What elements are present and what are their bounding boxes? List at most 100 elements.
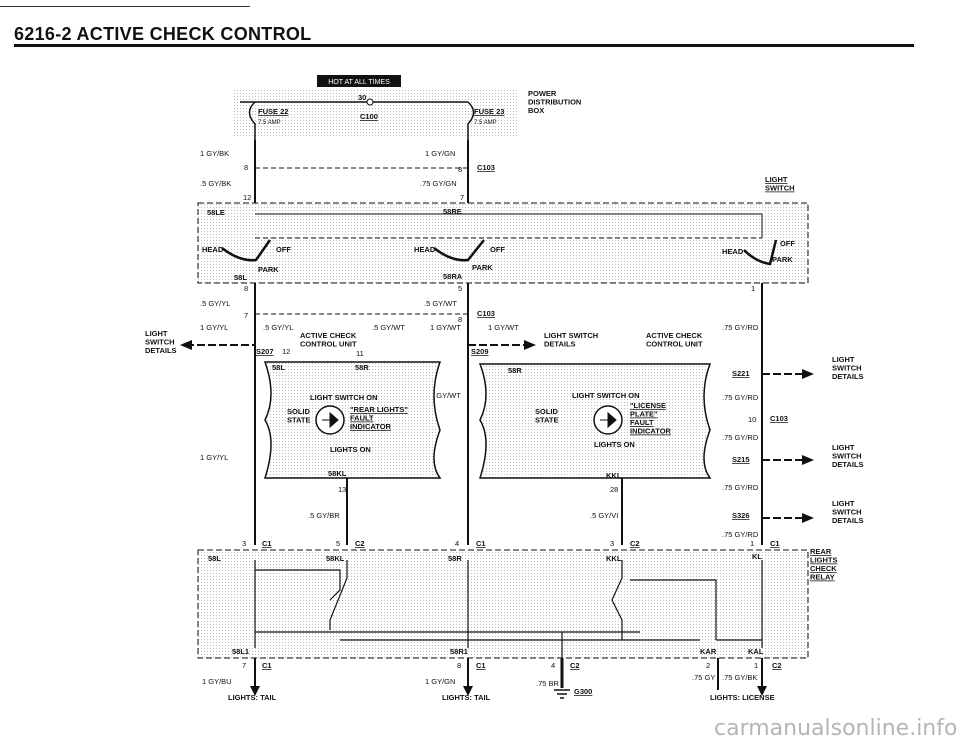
header-rule — [14, 44, 914, 47]
wire-label-1gybk: 1 GY/BK — [200, 149, 229, 158]
switch-park-left: PARK — [258, 265, 279, 274]
lights-license: LIGHTS: LICENSE — [710, 693, 775, 702]
c2-left-label: C2 — [355, 539, 365, 548]
switch-off-right: OFF — [780, 239, 795, 248]
wire-label-1gygn: 1 GY/GN — [425, 149, 455, 158]
c103-lower-label: C103 — [477, 309, 495, 318]
pin-8-left: 8 — [244, 163, 248, 172]
c103-right-label: C103 — [770, 414, 788, 423]
pin-1-right: 1 — [751, 284, 755, 293]
relay-58r1: 58R1 — [450, 647, 468, 656]
wire-label-1gywt-3: 1 GY/WT — [430, 391, 461, 400]
fuse23-label: FUSE 23 — [474, 107, 504, 116]
relay-kl: KL — [752, 552, 762, 561]
relay-58l1: 58L1 — [232, 647, 249, 656]
wire-label-75gygn: .75 GY/GN — [420, 179, 457, 188]
c1-bottom-left: C1 — [262, 661, 272, 670]
relay-kar: KAR — [700, 647, 717, 656]
unit-58l-left: 58L — [272, 363, 285, 372]
fuse22-label: FUSE 22 — [258, 107, 288, 116]
wire-label-75gyrd-5: .75 GY/RD — [722, 530, 759, 539]
relay-coil-left — [254, 560, 348, 648]
hot-at-all-times-banner — [317, 75, 401, 87]
hot-at-all-times-label: HOT AT ALL TIMES — [328, 79, 390, 86]
switch-58ra: 58RA — [443, 272, 463, 281]
wire-label-5gybk: .5 GY/BK — [200, 179, 231, 188]
pin-4-c2-bottom: 4 — [551, 661, 555, 670]
pin-30-label: 30 — [358, 93, 366, 102]
switch-head-mid: HEAD — [414, 245, 436, 254]
pin-7-left-lower: 7 — [244, 311, 248, 320]
c2-bottom-right: C2 — [772, 661, 782, 670]
splice-s209: S209 — [471, 347, 489, 356]
wire-label-5gyvi: .5 GY/VI — [590, 511, 618, 520]
pin-2-c2-bottom: 2 — [706, 661, 710, 670]
switch-right-blade — [743, 239, 778, 266]
pin-7-c1-bottom: 7 — [242, 661, 246, 670]
c1-left-label: C1 — [262, 539, 272, 548]
c103-upper-label: C103 — [477, 163, 495, 172]
pin-5-mid: 5 — [458, 284, 462, 293]
wire-label-1gyyl: 1 GY/YL — [200, 453, 228, 462]
fuse23-symbol — [467, 101, 475, 140]
arrow-s215-head — [802, 455, 814, 465]
switch-head-right: HEAD — [722, 247, 744, 256]
wire-label-1gywt: 1 GY/WT — [430, 323, 461, 332]
c1-bottom-mid: C1 — [476, 661, 486, 670]
unit-58kl-left: 58KL — [328, 469, 347, 478]
wire-label-5gyyl: .5 GY/YL — [200, 299, 230, 308]
wire-label-5gywt-2: .5 GY/WT — [372, 323, 405, 332]
switch-58le: 58LE — [207, 208, 225, 217]
top-rule — [0, 6, 250, 7]
unit-kkl: KKL — [606, 471, 622, 480]
arrow-mid-head — [524, 340, 536, 350]
pin-28-unit: 28 — [610, 485, 618, 494]
light-switch-area — [197, 202, 809, 284]
c1-mid-label: C1 — [476, 539, 486, 548]
wire-label-1gyyl-top: 1 GY/YL — [200, 323, 228, 332]
switch-mid-blade — [433, 239, 485, 262]
light-switch-on-right: LIGHT SWITCH ON — [572, 391, 640, 400]
pin-3-c2: 3 — [610, 539, 614, 548]
ground-icon — [554, 689, 570, 699]
relay-58r: 58R — [448, 554, 462, 563]
fuse22-amp: 7.5 AMP — [258, 120, 281, 126]
switch-58l: 58L — [234, 273, 247, 282]
wire-label-75gyrd-4: .75 GY/RD — [722, 483, 759, 492]
fuse23-amp: 7.5 AMP — [474, 120, 497, 126]
lights-tail-left: LIGHTS: TAIL — [228, 693, 277, 702]
pin-1-c1: 1 — [750, 539, 754, 548]
lights-on-right: LIGHTS ON — [594, 440, 635, 449]
c2-right-label: C2 — [630, 539, 640, 548]
wire-label-75gyrd-3: .75 GY/RD — [722, 433, 759, 442]
wire-label-1gygn-bottom: 1 GY/GN — [425, 677, 455, 686]
switch-58re: 58RE — [443, 207, 462, 216]
pin-3-c1: 3 — [242, 539, 246, 548]
switch-park-right: PARK — [772, 255, 793, 264]
wire-label-75gybk: .75 GY/BK — [722, 673, 757, 682]
fault-lamp-right-diode-icon — [600, 411, 617, 429]
relay-internal-links — [255, 560, 763, 648]
relay-58kl: 58KL — [326, 554, 345, 563]
pin-7-mid: 7 — [460, 193, 464, 202]
c100-terminal — [366, 98, 374, 106]
wire-label-75gyrd-2: .75 GY/RD — [722, 393, 759, 402]
wire-label-75gy: .75 GY — [692, 673, 715, 682]
wire-label-1gybu: 1 GY/BU — [202, 677, 232, 686]
pin-11-unit: 11 — [356, 349, 364, 358]
light-switch-on-left: LIGHT SWITCH ON — [310, 393, 378, 402]
splice-s221: S221 — [732, 369, 750, 378]
arrow-s221-head — [802, 369, 814, 379]
arrow-s326-head — [802, 513, 814, 523]
page-title: 6216-2 ACTIVE CHECK CONTROL — [14, 24, 312, 44]
